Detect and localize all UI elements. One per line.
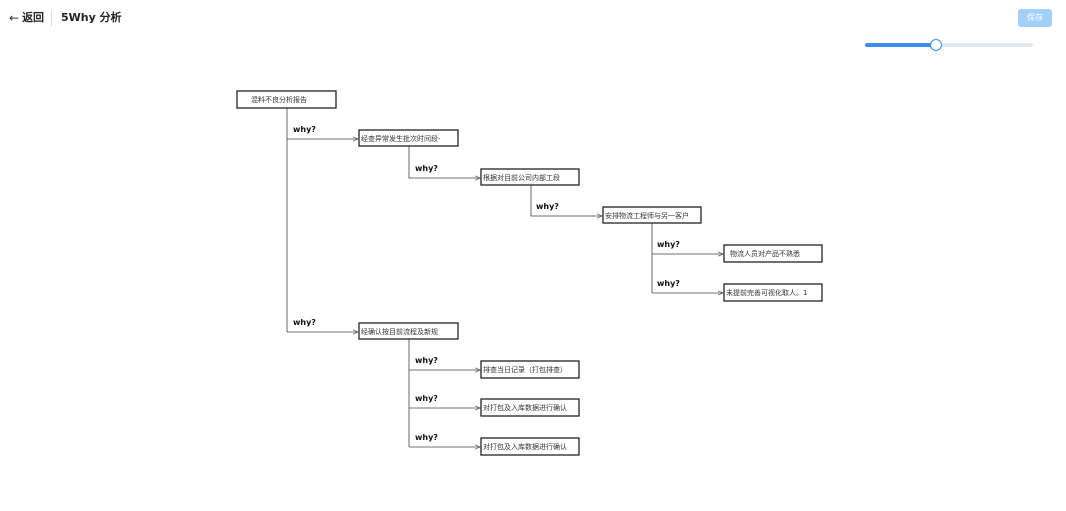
why-node-l4a2[interactable]: 未提前完善可视化取人。1 (723, 283, 823, 302)
why-labels: why? why? why? why? why? why? why? why? … (293, 125, 680, 442)
node-box (236, 90, 337, 109)
node-text: 排查当日记录（打包排查） (483, 365, 567, 374)
node-box (358, 322, 459, 340)
why-node-l2b3[interactable]: 对打包及入库数据进行确认 (480, 437, 580, 456)
back-button[interactable]: ← 返回 (9, 10, 44, 26)
why-node-l2b1[interactable]: 排查当日记录（打包排查） (480, 360, 580, 379)
why-node-root[interactable]: 混料不良分析报告 (236, 90, 337, 109)
header-divider (51, 11, 52, 26)
back-label: 返回 (22, 11, 45, 24)
zoom-slider-track (865, 43, 1033, 47)
why-node-l2b2[interactable]: 对打包及入库数据进行确认 (480, 398, 580, 417)
node-box (723, 283, 823, 302)
why-node-l3a[interactable]: 安排物流工程师与另一客户 (602, 206, 702, 224)
why-node-l2a[interactable]: 根据对目前公司内部工段 (480, 168, 580, 186)
back-arrow-icon: ← (9, 11, 20, 25)
page-title: 5Why 分析 (61, 11, 122, 24)
node-text: 经查异常发生批次时间段- (361, 134, 441, 143)
why-label: why? (415, 394, 438, 403)
save-button[interactable]: 保存 (1018, 9, 1052, 27)
node-box (602, 206, 702, 224)
node-text: 未提前完善可视化取人。1 (726, 288, 807, 297)
node-box (480, 168, 580, 186)
zoom-slider-fill (865, 43, 936, 47)
node-text: 对打包及入库数据进行确认 (483, 403, 567, 412)
node-box (480, 437, 580, 456)
node-box (480, 398, 580, 417)
why-label: why? (415, 433, 438, 442)
node-text: 根据对目前公司内部工段 (483, 173, 560, 182)
why-node-l1a[interactable]: 经查异常发生批次时间段- (358, 129, 459, 147)
zoom-slider-thumb[interactable] (929, 39, 942, 51)
why-node-l1b[interactable]: 经确认按目前流程及新规 (358, 322, 459, 340)
zoom-slider[interactable] (865, 38, 1033, 52)
node-text: 安排物流工程师与另一客户 (605, 211, 689, 220)
node-text: 混料不良分析报告 (251, 95, 307, 104)
node-box (723, 244, 823, 263)
why-label: why? (293, 318, 316, 327)
why-label: why? (657, 279, 680, 288)
why-label: why? (415, 164, 438, 173)
connector-lines (286, 108, 723, 447)
why-node-l4a1[interactable]: 物流人员对产品不熟悉 (723, 244, 823, 263)
node-text: 物流人员对产品不熟悉 (730, 249, 800, 258)
why-label: why? (415, 356, 438, 365)
why-label: why? (293, 125, 316, 134)
why-label: why? (657, 240, 680, 249)
connector-l2a-to-l3a (530, 185, 602, 216)
node-text: 经确认按目前流程及新规 (361, 327, 438, 336)
node-text: 对打包及入库数据进行确认 (483, 442, 567, 451)
connector-l1a-to-l2a (408, 146, 480, 178)
why-label: why? (536, 202, 559, 211)
node-box (358, 129, 459, 147)
node-box (480, 360, 580, 379)
